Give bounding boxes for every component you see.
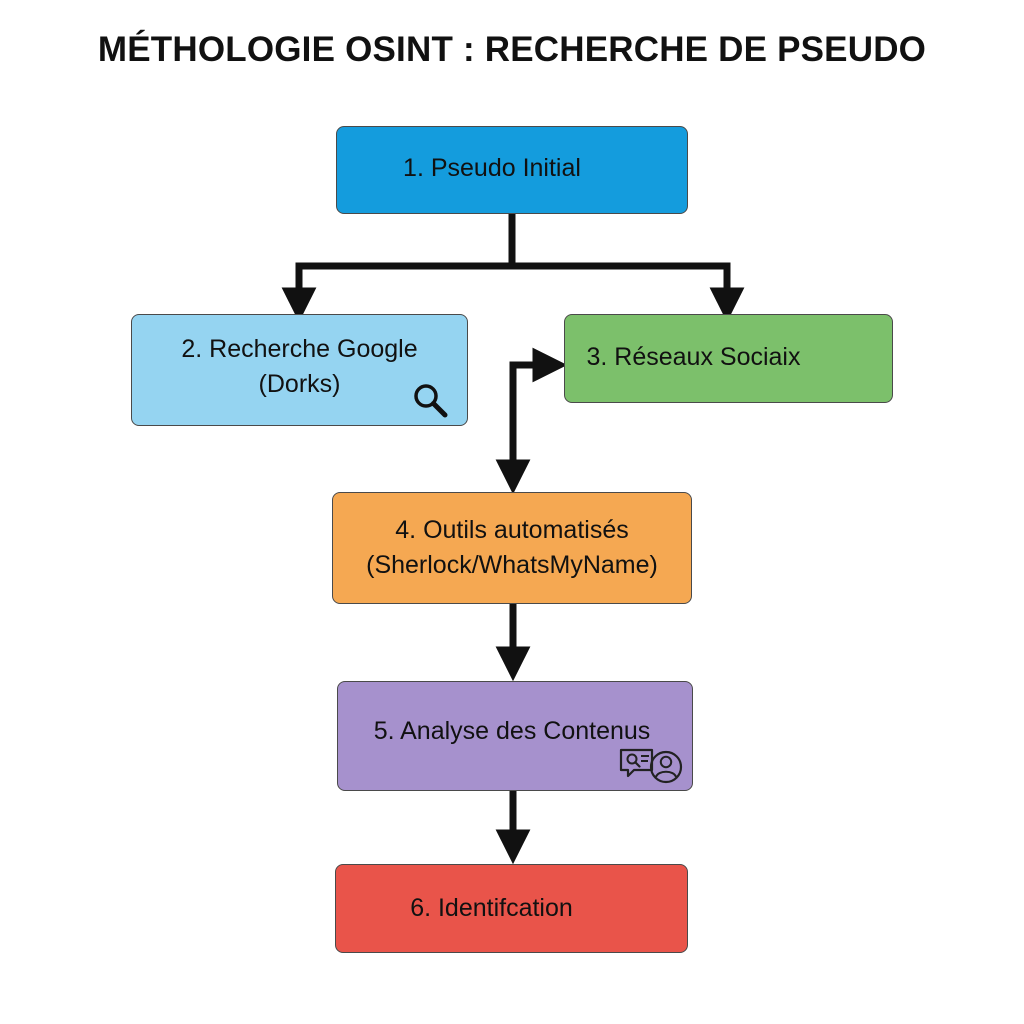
node-outils-automatises: 4. Outils automatisés (Sherlock/WhatsMyN… (332, 492, 692, 604)
node-3-label: 3. Réseaux Sociaix (586, 343, 801, 371)
connector-3-4 (509, 347, 568, 462)
node-pseudo-initial: 1. Pseudo Initial (336, 126, 688, 214)
node-6-label: 6. Identifcation (410, 894, 573, 922)
diagram-title: MÉTHOLOGIE OSINT : RECHERCHE DE PSEUDO (97, 30, 927, 69)
node-5-label: 5. Analyse des Contenus (373, 716, 651, 745)
search-icon (414, 384, 448, 418)
chat-user-icon (619, 748, 683, 784)
node-recherche-google: 2. Recherche Google (Dorks) (131, 314, 468, 426)
node-4-label-line1: 4. Outils automatisés (395, 516, 629, 544)
node-analyse-contenus: 5. Analyse des Contenus (337, 681, 693, 791)
node-4-label-line2: (Sherlock/WhatsMyName) (366, 551, 658, 579)
node-2-label-line2: (Dorks) (258, 370, 341, 398)
connector-1-3 (512, 262, 745, 323)
connector-1-2 (281, 214, 516, 323)
node-2-label-line1: 2. Recherche Google (181, 335, 418, 363)
node-1-label: 1. Pseudo Initial (403, 153, 581, 182)
node-reseaux-sociaux: 3. Réseaux Sociaix (564, 314, 893, 403)
node-identification: 6. Identifcation (335, 864, 688, 953)
